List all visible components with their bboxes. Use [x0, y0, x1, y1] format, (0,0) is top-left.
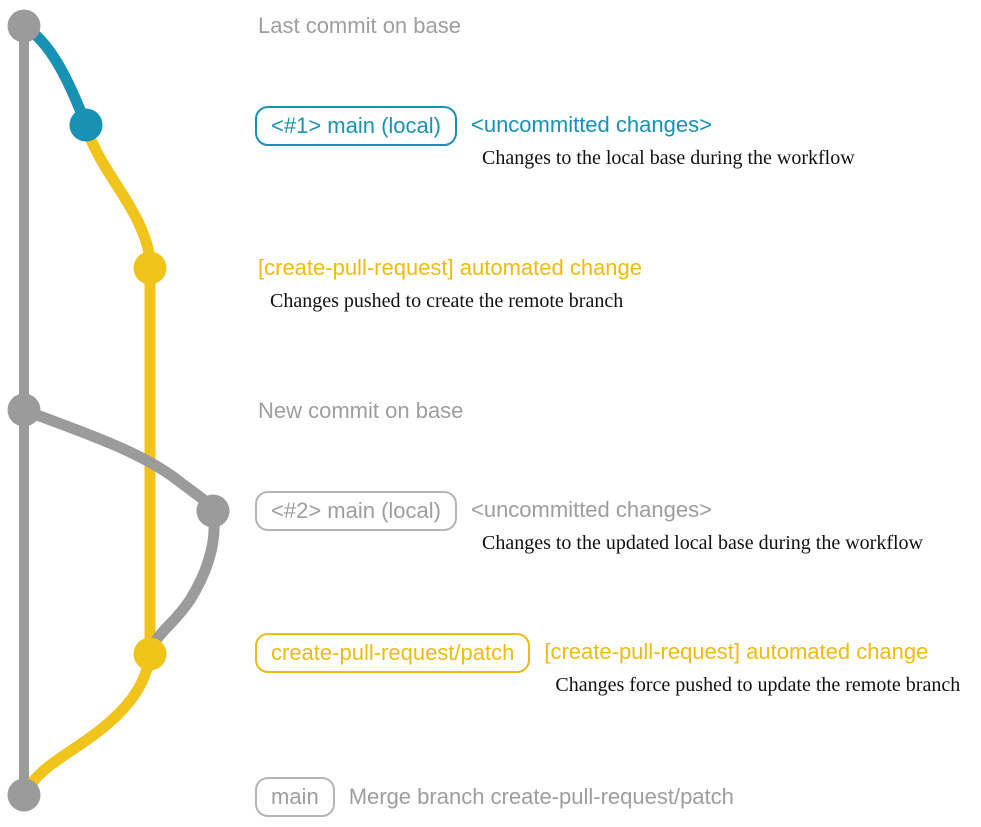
git-graph: [7, 9, 230, 812]
commit-dot-main-local-2: [196, 494, 230, 528]
annotation-commit-2: <#2> main (local) <uncommitted changes> …: [255, 491, 923, 555]
branch-badge-main: main: [255, 777, 335, 817]
branch-patch-merge-curve: [18, 648, 156, 801]
annotation-push-2: create-pull-request/patch [create-pull-r…: [255, 633, 960, 697]
push-2-description: Changes force pushed to update the remot…: [555, 674, 961, 696]
branch-main-local-2-curve: [18, 404, 219, 517]
push-1-description: Changes pushed to create the remote bran…: [270, 290, 624, 312]
branch-main-local-1-curve: [18, 20, 92, 131]
commit-1-title: <uncommitted changes>: [470, 112, 712, 137]
commit-2-title: <uncommitted changes>: [470, 497, 712, 522]
annotation-commit-1: <#1> main (local) <uncommitted changes> …: [255, 106, 855, 170]
commit-dot-patch-2: [133, 637, 167, 671]
branch-badge-main-local-1: <#1> main (local): [255, 106, 457, 146]
annotation-new-commit-on-base: New commit on base: [258, 398, 464, 423]
branch-badge-main-local-2: <#2> main (local): [255, 491, 457, 531]
commit-dot-base-merge: [7, 778, 41, 812]
annotation-push-1: [create-pull-request] automated change C…: [258, 255, 642, 313]
commit-dot-main-local-1: [69, 108, 103, 142]
push-1-title: [create-pull-request] automated change: [258, 255, 643, 280]
commit-dot-base-last: [7, 9, 41, 43]
push-2-title: [create-pull-request] automated change: [544, 639, 929, 664]
commit-dot-patch-1: [133, 251, 167, 285]
branch-main-local-2-return-curve: [144, 505, 220, 660]
commit-dot-base-new: [7, 393, 41, 427]
branch-badge-create-pull-request-patch: create-pull-request/patch: [255, 633, 531, 673]
annotation-merge: main Merge branch create-pull-request/pa…: [255, 777, 734, 817]
merge-title: Merge branch create-pull-request/patch: [348, 784, 734, 809]
annotation-last-commit-on-base: Last commit on base: [258, 13, 461, 38]
commit-2-description: Changes to the updated local base during…: [481, 532, 923, 554]
branch-patch-curve: [80, 119, 156, 274]
commit-1-description: Changes to the local base during the wor…: [481, 147, 855, 169]
